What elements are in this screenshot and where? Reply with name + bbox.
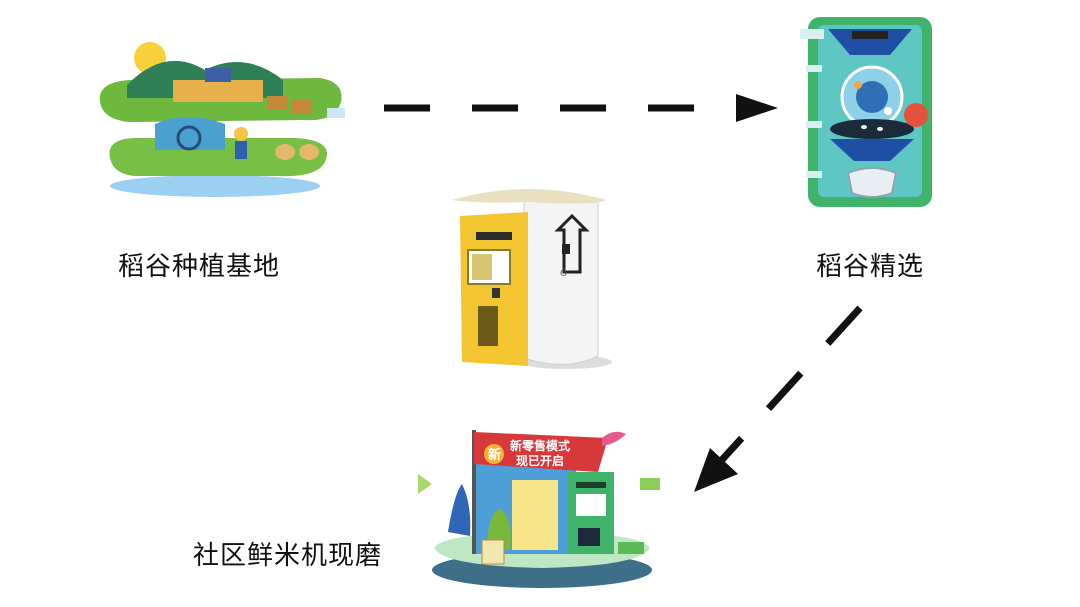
rice-selection-machine-illustration: [800, 17, 932, 207]
banner-line-1: 新零售模式: [510, 438, 570, 453]
rice-farm-illustration: [99, 42, 345, 197]
label-rice-selection: 稻谷精选: [816, 252, 925, 282]
label-rice-farm: 稻谷种植基地: [118, 252, 281, 282]
arrow-farm-to-selection: [384, 94, 778, 122]
banner-line-2: 现已开启: [516, 453, 564, 468]
rice-vending-machine-illustration: O: [452, 189, 612, 369]
community-rice-kiosk-illustration: 新 新零售模式 现已开启: [418, 430, 660, 588]
label-community-rice-milling: 社区鲜米机现磨: [193, 541, 383, 571]
banner-badge-text: 新: [488, 447, 501, 463]
arrow-selection-to-community: [694, 305, 863, 492]
svg-text:O: O: [560, 269, 567, 279]
